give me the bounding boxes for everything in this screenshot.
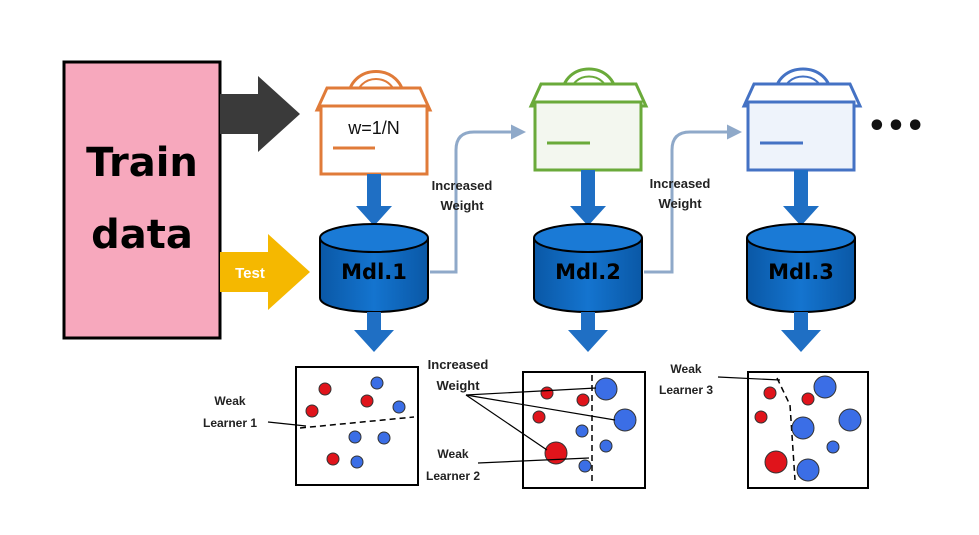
model-3-label: Mdl.3 [768, 260, 834, 284]
weak-learner-3-line2: Learner 3 [659, 383, 713, 397]
increased-weight-1-line2: Weight [440, 198, 484, 213]
model-to-learner-arrows [354, 312, 821, 352]
weak-learner-3-plot [747, 371, 869, 489]
model-3: Mdl.3 [746, 223, 856, 313]
weak-learner-2-plot [522, 371, 646, 489]
weak-learner-2-line1: Weak [437, 447, 468, 461]
ellipsis-icon: ••• [867, 109, 925, 144]
bag-2 [528, 67, 649, 172]
bag-1-weight-label: w=1/N [347, 118, 400, 138]
bag-to-model-arrows [356, 170, 819, 226]
increased-weight-2-line2: Weight [658, 196, 702, 211]
increased-weight-3-line2: Weight [436, 378, 480, 393]
weight-arrow-1 [430, 124, 526, 274]
weak-learner-3-line1: Weak [670, 362, 701, 376]
weak-learner-1-plot [295, 366, 419, 486]
train-to-bag-arrow [220, 76, 300, 152]
test-arrow-label: Test [235, 265, 265, 282]
bag-3 [741, 67, 863, 172]
model-2-label: Mdl.2 [555, 260, 621, 284]
increased-weight-2-line1: Increased [650, 176, 711, 191]
weight-pointer-lines [465, 387, 616, 451]
increased-weight-1-line1: Increased [432, 178, 493, 193]
train-data-block: Train data [62, 60, 222, 340]
bag-1: w=1/N [314, 70, 433, 176]
model-1-label: Mdl.1 [341, 260, 407, 284]
train-data-line1: Train [86, 140, 198, 186]
weight-arrow-2 [644, 124, 742, 274]
model-2: Mdl.2 [533, 223, 643, 313]
model-1: Mdl.1 [319, 223, 429, 313]
test-arrow: Test [220, 234, 310, 310]
train-data-line2: data [91, 212, 193, 258]
weak-learner-1-line1: Weak [214, 394, 245, 408]
weak-learner-1-line2: Learner 1 [203, 416, 257, 430]
increased-weight-3-line1: Increased [428, 357, 489, 372]
weak-learner-2-line2: Learner 2 [426, 469, 480, 483]
